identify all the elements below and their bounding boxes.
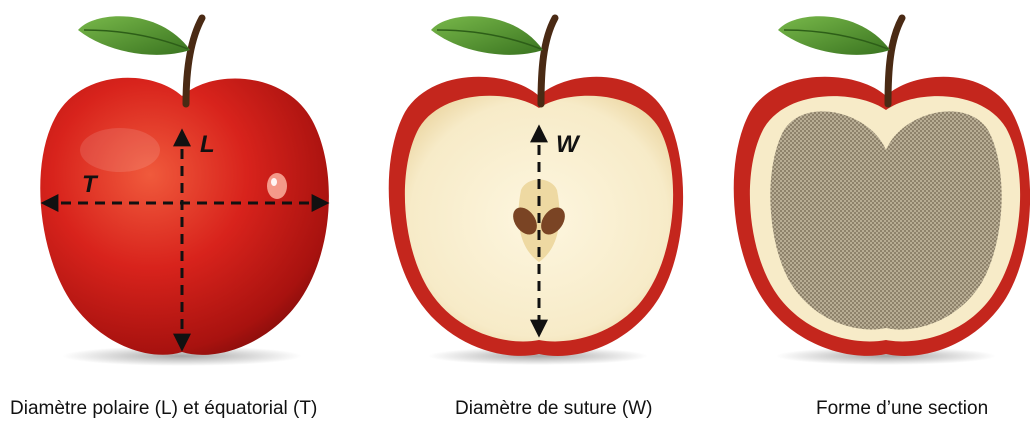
label-L: L bbox=[200, 131, 215, 158]
water-drop bbox=[267, 173, 287, 199]
caption-section-shape: Forme d’une section bbox=[816, 398, 988, 420]
apple-body bbox=[40, 78, 329, 355]
apple-highlight bbox=[80, 128, 160, 172]
half-apple-illustration: W bbox=[343, 0, 686, 395]
panel-whole-apple: L T Diamètre polaire (L) et équatorial (… bbox=[0, 0, 343, 428]
leaf bbox=[778, 16, 890, 55]
whole-apple-illustration: L T bbox=[0, 0, 343, 395]
caption-polar-equatorial: Diamètre polaire (L) et équatorial (T) bbox=[10, 398, 317, 420]
leaf bbox=[431, 16, 543, 55]
caption-suture: Diamètre de suture (W) bbox=[455, 398, 652, 420]
panel-section-shape: Forme d’une section bbox=[686, 0, 1029, 428]
panel-half-apple: W Diamètre de suture (W) bbox=[343, 0, 686, 428]
label-T: T bbox=[82, 171, 99, 198]
leaf bbox=[78, 16, 190, 55]
section-shape-illustration bbox=[686, 0, 1030, 395]
label-W: W bbox=[556, 131, 581, 158]
